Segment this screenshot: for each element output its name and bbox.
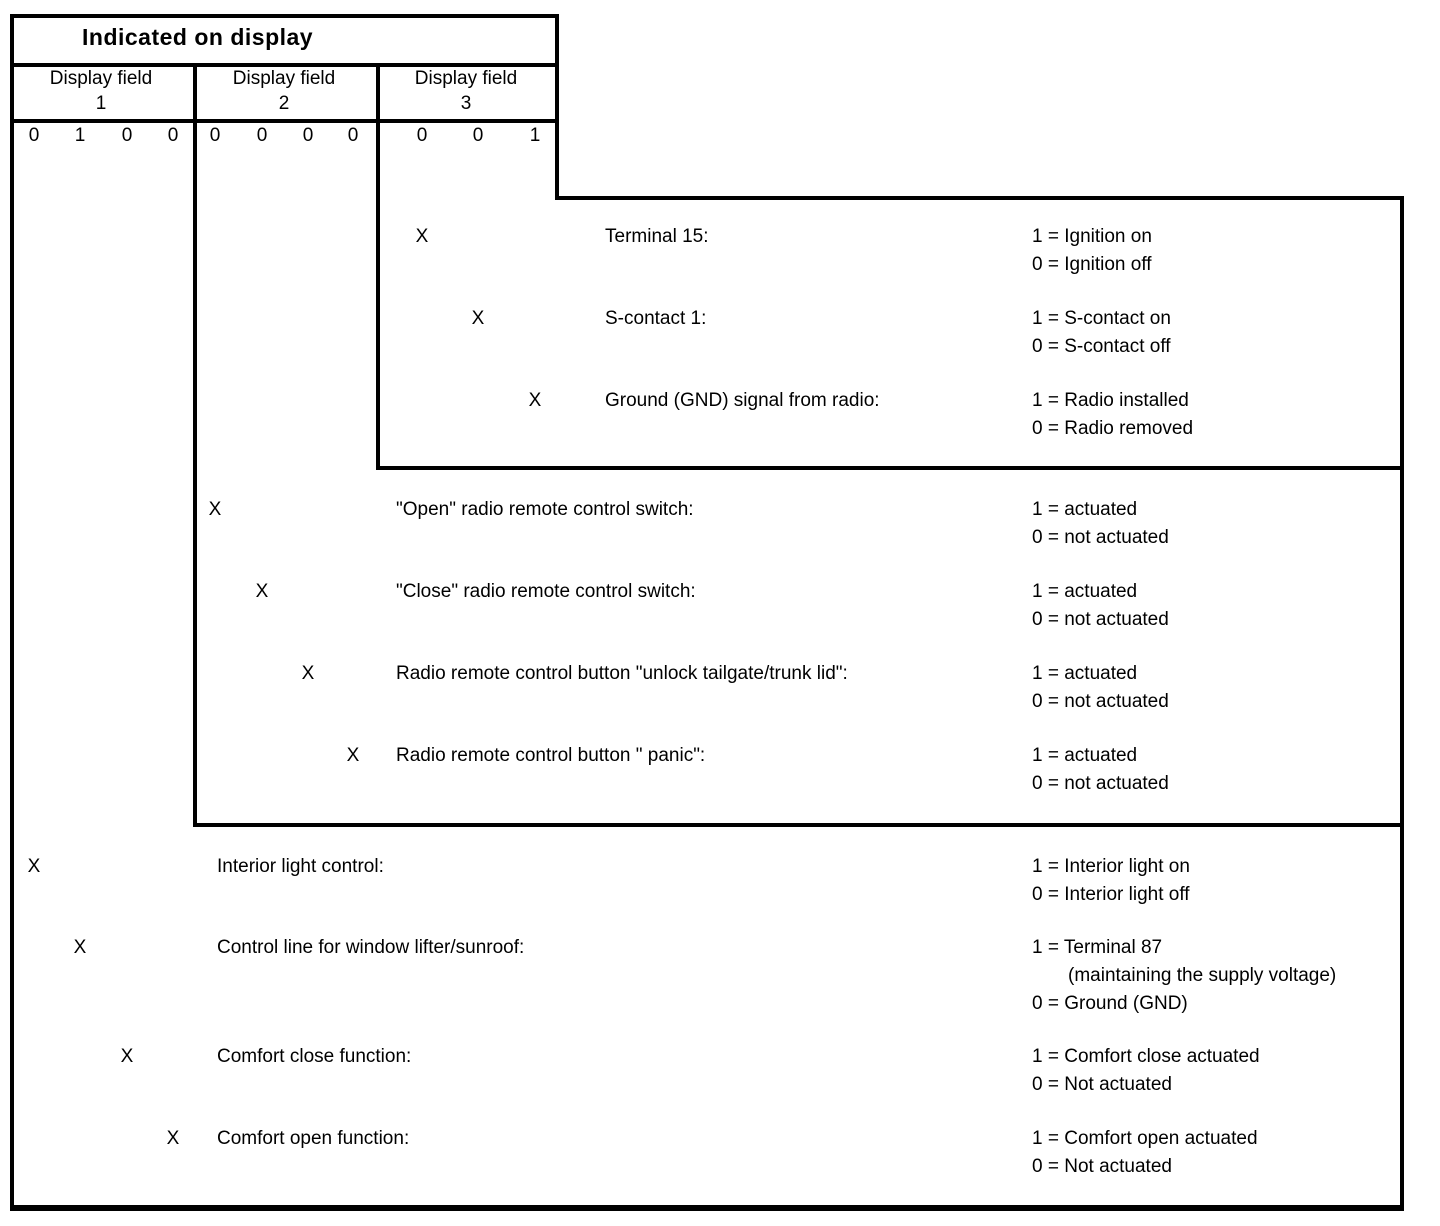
bit-digit: 1 [74, 125, 86, 146]
value-line: 1 = Comfort close actuated [1032, 1046, 1260, 1067]
bit-marker-x: X [255, 581, 269, 602]
bit-digit: 0 [121, 125, 133, 146]
bit-digit: 0 [256, 125, 268, 146]
bit-digit: 0 [302, 125, 314, 146]
table-title-divider [10, 63, 559, 67]
bit-marker-x: X [73, 937, 87, 958]
column-header-number: 3 [460, 93, 472, 114]
value-line: 1 = Interior light on [1032, 856, 1190, 877]
column-header-number: 1 [95, 93, 107, 114]
value-line: 1 = actuated [1032, 663, 1138, 684]
value-line: 0 = Interior light off [1032, 884, 1190, 905]
signal-label: Ground (GND) signal from radio: [605, 390, 880, 411]
bit-digit: 0 [347, 125, 359, 146]
column-header-label: Display field [414, 68, 518, 89]
signal-label: Radio remote control button "unlock tail… [396, 663, 848, 684]
value-line: 0 = not actuated [1032, 691, 1169, 712]
value-line: 1 = S-contact on [1032, 308, 1171, 329]
column-header-field-3: Display field 3 [375, 66, 557, 116]
bit-digit: 0 [209, 125, 221, 146]
signal-label: S-contact 1: [605, 308, 707, 329]
value-lines: 1 = Comfort close actuated 0 = Not actuat… [1032, 1043, 1260, 1099]
value-lines: 1 = actuated 0 = not actuated [1032, 660, 1169, 716]
value-line: (maintaining the supply voltage) [1068, 965, 1337, 986]
signal-label: Interior light control: [217, 856, 384, 877]
bit-digit: 1 [529, 125, 541, 146]
signal-label: "Close" radio remote control switch: [396, 581, 696, 602]
bit-marker-x: X [528, 390, 542, 411]
bit-marker-x: X [471, 308, 485, 329]
field2-field3-divider [376, 63, 380, 470]
value-lines: 1 = Ignition on 0 = Ignition off [1032, 223, 1152, 279]
field2-box-bottom-border [193, 823, 1404, 827]
column-header-number: 2 [278, 93, 290, 114]
value-line: 0 = not actuated [1032, 527, 1169, 548]
signal-label: Comfort open function: [217, 1128, 410, 1149]
outer-right-border [1400, 196, 1404, 1211]
value-line: 1 = actuated [1032, 499, 1138, 520]
value-lines: 1 = Comfort open actuated 0 = Not actuate… [1032, 1125, 1258, 1181]
value-lines: 1 = Radio installed 0 = Radio removed [1032, 387, 1193, 443]
value-lines: 1 = Terminal 87 (maintaining the supply v… [1032, 934, 1336, 1018]
value-line: 0 = Not actuated [1032, 1156, 1172, 1177]
bit-marker-x: X [415, 226, 429, 247]
value-lines: 1 = actuated 0 = not actuated [1032, 496, 1169, 552]
value-line: 1 = Ignition on [1032, 226, 1152, 247]
outer-bottom-border [10, 1205, 1404, 1211]
value-line: 0 = Radio removed [1032, 418, 1194, 439]
field3-box-top-border [555, 196, 1404, 200]
field3-box-bottom-border [376, 466, 1404, 470]
value-line: 0 = Not actuated [1032, 1074, 1172, 1095]
bit-digit: 0 [28, 125, 40, 146]
bit-marker-x: X [301, 663, 315, 684]
table-title: Indicated on display [82, 24, 314, 50]
value-lines: 1 = Interior light on 0 = Interior light … [1032, 853, 1190, 909]
value-lines: 1 = actuated 0 = not actuated [1032, 578, 1169, 634]
column-header-label: Display field [49, 68, 153, 89]
value-lines: 1 = S-contact on 0 = S-contact off [1032, 305, 1171, 361]
bit-digit: 0 [167, 125, 179, 146]
bit-marker-x: X [208, 499, 222, 520]
signal-label: Radio remote control button " panic": [396, 745, 706, 766]
value-line: 1 = Terminal 87 [1032, 937, 1163, 958]
bit-digit: 0 [416, 125, 428, 146]
value-line: 1 = Comfort open actuated [1032, 1128, 1258, 1149]
bit-marker-x: X [166, 1128, 180, 1149]
value-line: 1 = actuated [1032, 581, 1138, 602]
signal-label: Terminal 15: [605, 226, 709, 247]
table-right-border [555, 14, 559, 200]
column-header-field-1: Display field 1 [10, 66, 192, 116]
value-line: 1 = actuated [1032, 745, 1138, 766]
signal-label: Control line for window lifter/sunroof: [217, 937, 525, 958]
column-header-label: Display field [232, 68, 336, 89]
signal-label: Comfort close function: [217, 1046, 412, 1067]
value-line: 0 = S-contact off [1032, 336, 1171, 357]
value-lines: 1 = actuated 0 = not actuated [1032, 742, 1169, 798]
bit-marker-x: X [27, 856, 41, 877]
value-line: 1 = Radio installed [1032, 390, 1189, 411]
table-top-border [10, 14, 559, 18]
value-line: 0 = not actuated [1032, 773, 1169, 794]
signal-label: "Open" radio remote control switch: [396, 499, 694, 520]
bit-digit: 0 [472, 125, 484, 146]
bit-marker-x: X [120, 1046, 134, 1067]
outer-left-border [10, 14, 14, 1211]
value-line: 0 = Ground (GND) [1032, 993, 1188, 1014]
bit-marker-x: X [346, 745, 360, 766]
table-header-divider [10, 119, 559, 123]
value-line: 0 = not actuated [1032, 609, 1169, 630]
value-line: 0 = Ignition off [1032, 254, 1152, 275]
field1-field2-divider [193, 63, 197, 827]
column-header-field-2: Display field 2 [193, 66, 375, 116]
